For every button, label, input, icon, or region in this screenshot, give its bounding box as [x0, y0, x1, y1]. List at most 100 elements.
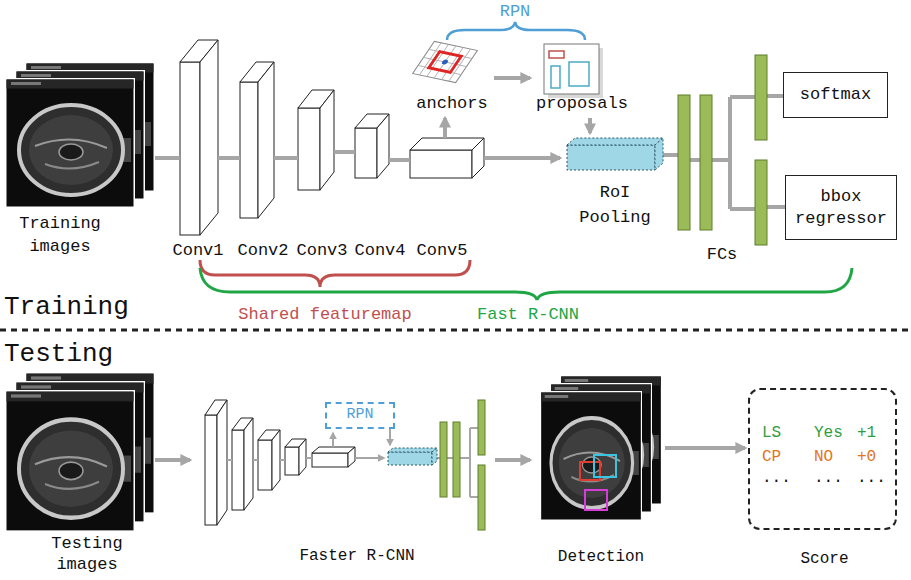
flow-arrow	[495, 458, 530, 462]
detection-image: Detection	[540, 375, 662, 521]
flow-line	[447, 457, 453, 459]
flow-line	[663, 153, 678, 157]
proposal-box	[569, 62, 589, 86]
anchors-icon	[413, 41, 478, 82]
roi-face	[567, 145, 655, 170]
fc-bar	[755, 55, 767, 140]
flow-arrow	[155, 458, 190, 462]
layer-name: Conv4	[350, 241, 410, 261]
flow-line	[218, 156, 240, 160]
roi-top	[567, 138, 663, 145]
node-caption: ...	[814, 468, 843, 488]
fast-rcnn-brace	[200, 268, 852, 300]
flow-line	[728, 97, 732, 209]
conv-face	[258, 440, 272, 490]
node-caption: LS	[762, 423, 781, 443]
node-caption: Testing images	[37, 533, 137, 575]
node-text: softmax	[800, 84, 871, 105]
flow-line	[334, 150, 355, 154]
section-name: RPN	[490, 2, 540, 22]
fc-bar	[440, 422, 447, 497]
conv-side	[272, 430, 280, 490]
flow-line	[470, 427, 478, 429]
detection-image-stack	[540, 375, 662, 521]
flow-line	[767, 205, 785, 209]
node-caption: RoI Pooling	[570, 180, 660, 230]
roi-pooling-box: RoI Pooling	[567, 138, 663, 170]
flow-line	[253, 459, 258, 461]
conv-face	[232, 430, 244, 510]
node-caption: ...	[762, 468, 791, 488]
part-name: anchors	[410, 94, 494, 114]
flow-line	[306, 457, 312, 459]
section-heading: Training	[4, 292, 129, 323]
detection-box	[585, 490, 607, 510]
anchor-point	[441, 59, 449, 65]
node-caption: Training images	[0, 212, 120, 258]
node-caption: CP	[762, 447, 781, 467]
conv-top	[410, 138, 484, 150]
node-caption: Score	[750, 549, 899, 569]
anchor-grid	[413, 41, 478, 82]
testing-image-stack	[5, 372, 155, 532]
section-heading: Testing	[4, 339, 113, 370]
conv-face	[180, 62, 200, 235]
shared-brace	[200, 260, 470, 287]
flow-arrow	[355, 457, 384, 459]
detection-box	[594, 455, 616, 477]
node-caption: NO	[814, 447, 833, 467]
node-text: bbox regressor	[791, 186, 891, 229]
node-caption: ...	[857, 468, 886, 488]
conv-layers	[180, 40, 484, 235]
flow-line	[227, 459, 232, 461]
fc-bar	[700, 95, 712, 230]
training-image-stack	[5, 62, 155, 208]
roi-side	[432, 448, 437, 465]
conv-face	[298, 108, 320, 190]
image-stack: Testing images	[5, 372, 155, 532]
flow-line	[280, 459, 285, 461]
ultrasound-image	[540, 391, 642, 521]
conv-side	[299, 439, 306, 475]
proposal-box	[549, 51, 564, 58]
layer-name: Conv1	[168, 241, 228, 261]
roi-side	[655, 138, 663, 170]
conv-side	[258, 62, 274, 218]
proposals-icon	[544, 44, 603, 98]
conv-side	[348, 447, 355, 467]
layer-name: Conv5	[412, 241, 472, 261]
fc-bar	[478, 465, 485, 530]
roi-face	[388, 452, 432, 465]
group-name: Shared featuremap	[220, 305, 430, 325]
small-fc-bars	[440, 400, 485, 530]
fc-bars	[678, 55, 767, 245]
conv-face	[240, 82, 258, 218]
network-name: Faster R-CNN	[287, 547, 427, 566]
fc-bar	[478, 400, 485, 455]
flow-line	[690, 158, 700, 162]
fc-bar	[678, 95, 690, 230]
roi-box-shape	[567, 138, 663, 170]
conv-side	[217, 400, 227, 525]
conv-side	[472, 138, 484, 178]
conv-side	[244, 418, 253, 510]
node-caption: Detection	[540, 547, 662, 567]
conv-face	[410, 150, 472, 178]
flow-line	[712, 158, 730, 162]
flow-line	[274, 156, 298, 160]
flow-line	[469, 428, 471, 497]
conv-side	[377, 114, 389, 178]
layer-name: Conv2	[233, 241, 293, 261]
flow-arrow	[332, 433, 334, 447]
flow-line	[730, 207, 755, 211]
flow-line	[767, 94, 783, 98]
small-roi-box	[388, 448, 437, 465]
flow-arrow	[484, 156, 560, 160]
flow-line	[470, 496, 478, 498]
part-name: proposals	[530, 94, 634, 114]
roi-top	[388, 448, 437, 452]
conv-side	[320, 90, 334, 190]
fc-bar	[453, 422, 460, 497]
rpn-box: RPN	[325, 402, 395, 429]
